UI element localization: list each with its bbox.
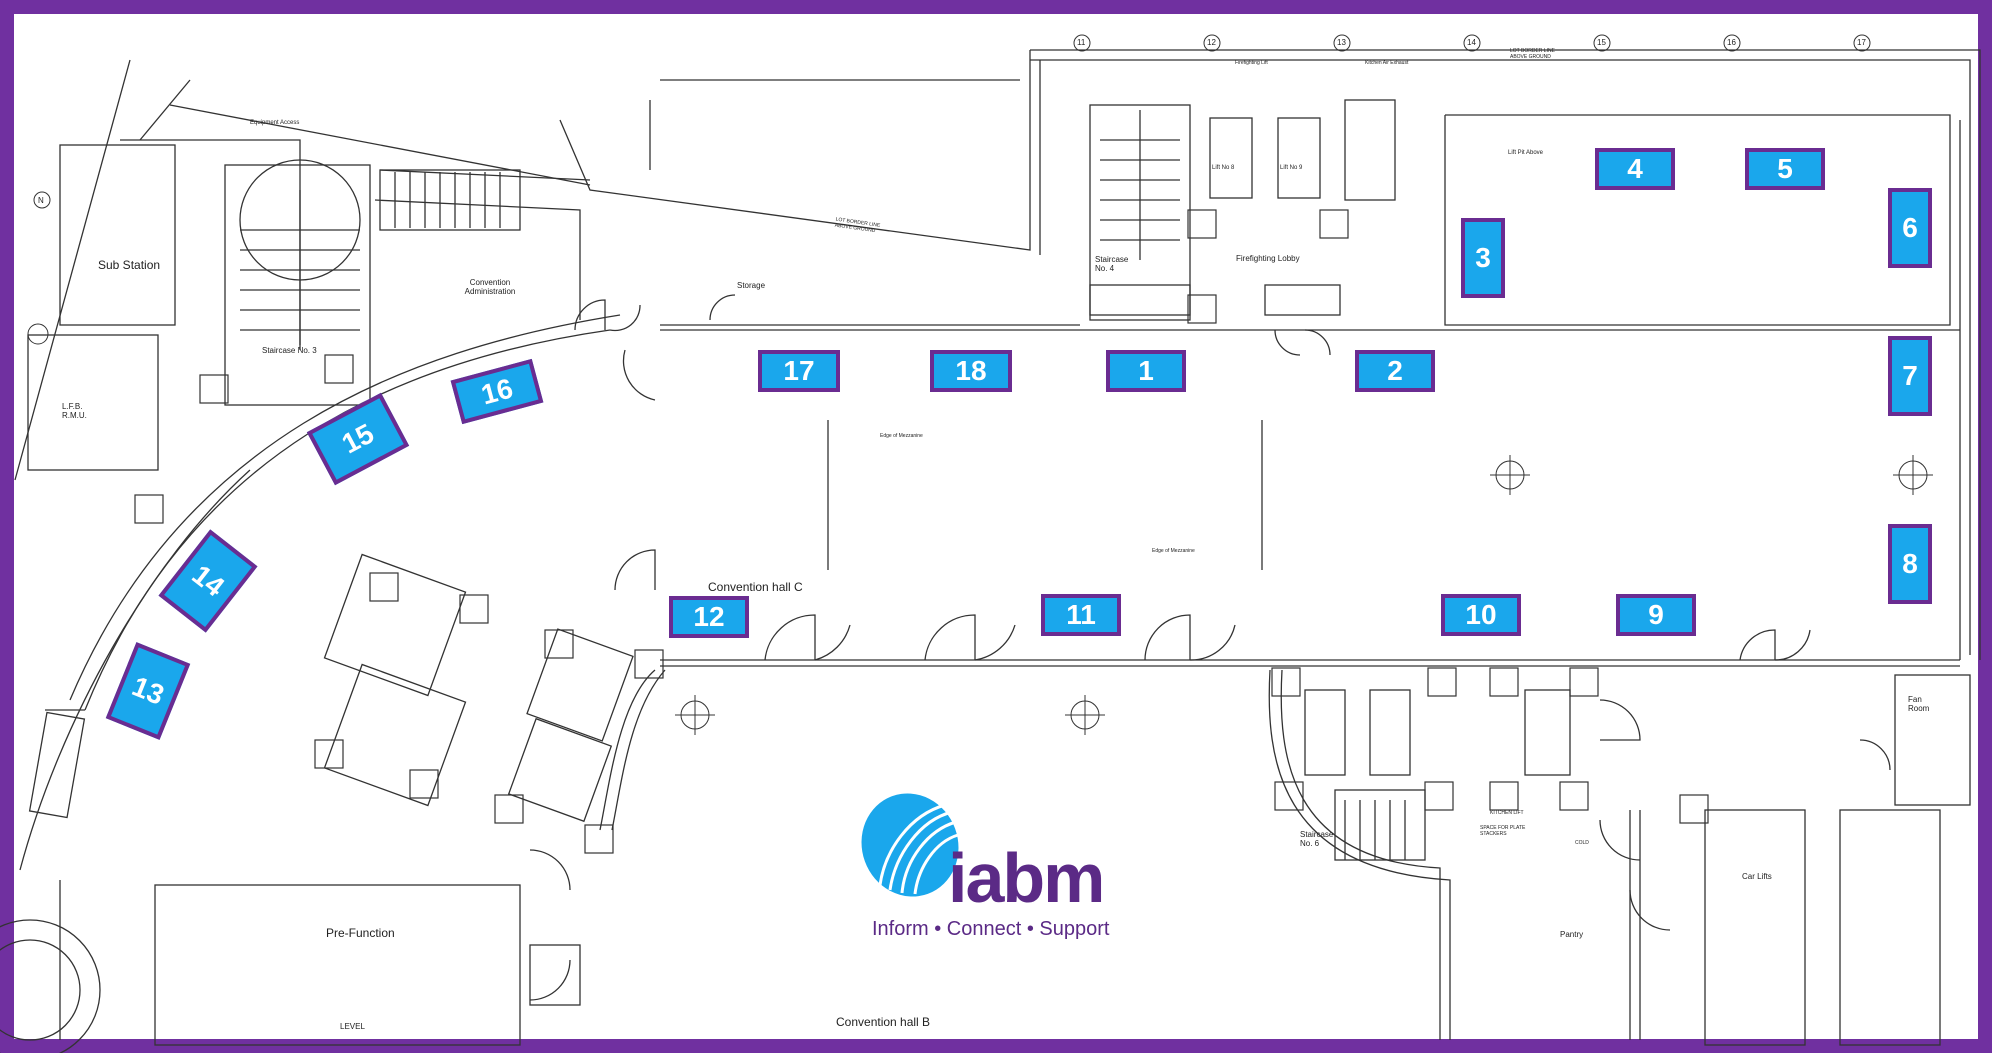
booth-8[interactable]: 8 <box>1888 524 1932 604</box>
room-label-equipment-access: Equipment Access <box>250 120 300 126</box>
room-label-sub-station: Sub Station <box>98 258 161 272</box>
iabm-logo-icon <box>861 793 959 897</box>
room-label-edge-mezzanine-2: Edge of Mezzanine <box>1152 548 1195 554</box>
room-label-lift-9: Lift No 9 <box>1280 165 1303 171</box>
room-label-hall-c: Convention hall C <box>708 580 803 594</box>
booth-2[interactable]: 2 <box>1355 350 1435 392</box>
booth-5[interactable]: 5 <box>1745 148 1825 190</box>
room-label-cold: COLD <box>1575 840 1589 846</box>
room-label-convention-admin: Convention Administration <box>464 278 516 296</box>
booth-6[interactable]: 6 <box>1888 188 1932 268</box>
curved-wall <box>69 314 621 701</box>
room-label-kitchen-lift: KITCHEN LIFT <box>1490 810 1524 816</box>
booth-3[interactable]: 3 <box>1461 218 1505 298</box>
room-label-pantry: Pantry <box>1560 930 1584 939</box>
room-label-lfb: L.F.B. R.M.U. <box>62 402 87 420</box>
room-label-car-lifts: Car Lifts <box>1742 872 1772 881</box>
north-marker: N <box>38 196 44 205</box>
room-label-staircase-3: Staircase No. 3 <box>262 346 317 355</box>
booth-11[interactable]: 11 <box>1041 594 1121 636</box>
grid-label: 15 <box>1597 38 1606 47</box>
room-label-staircase-4: Staircase No. 4 <box>1095 255 1129 273</box>
room-label-hall-b: Convention hall B <box>836 1015 931 1029</box>
brand-tagline: Inform • Connect • Support <box>872 918 1110 940</box>
booth-7[interactable]: 7 <box>1888 336 1932 416</box>
room-label-fan-room: Fan Room <box>1908 695 1930 713</box>
lot-border <box>559 50 1031 251</box>
room-label-firefighting-lobby: Firefighting Lobby <box>1236 254 1300 263</box>
room-label-lift-8: Lift No 8 <box>1212 165 1235 171</box>
booth-18[interactable]: 18 <box>930 350 1012 392</box>
room-label-firefighting-lift: Firefighting Lift <box>1235 60 1268 66</box>
grid-label: 14 <box>1467 38 1476 47</box>
booth-1[interactable]: 1 <box>1106 350 1186 392</box>
grid-label: 12 <box>1207 38 1216 47</box>
room-label-staircase-6: Staircase No. 6 <box>1300 830 1334 848</box>
grid-label: 17 <box>1857 38 1866 47</box>
booth-12[interactable]: 12 <box>669 596 749 638</box>
room-label-level: LEVEL <box>340 1022 365 1031</box>
outer-wall-inner <box>1030 59 1971 655</box>
brand-wordmark: iabm <box>948 839 1105 917</box>
room-label-edge-mezzanine-1: Edge of Mezzanine <box>880 433 923 439</box>
grid-label: 16 <box>1727 38 1736 47</box>
booth-10[interactable]: 10 <box>1441 594 1521 636</box>
booth-9[interactable]: 9 <box>1616 594 1696 636</box>
room-label-lift-pit: Lift Pit Above <box>1508 150 1544 156</box>
room-label-kitchen-exhaust: Kitchen Air Exhaust <box>1365 60 1409 66</box>
room-label-lot-border-1: LOT BORDER LINE ABOVE GROUND <box>1510 48 1555 60</box>
grid-label: 11 <box>1077 38 1086 47</box>
grid-label: 13 <box>1337 38 1346 47</box>
room-label-plate-stackers: SPACE FOR PLATE STACKERS <box>1480 825 1526 837</box>
booth-17[interactable]: 17 <box>758 350 840 392</box>
room-label-pre-function: Pre-Function <box>326 926 395 940</box>
room-label-storage: Storage <box>737 281 766 290</box>
booth-4[interactable]: 4 <box>1595 148 1675 190</box>
